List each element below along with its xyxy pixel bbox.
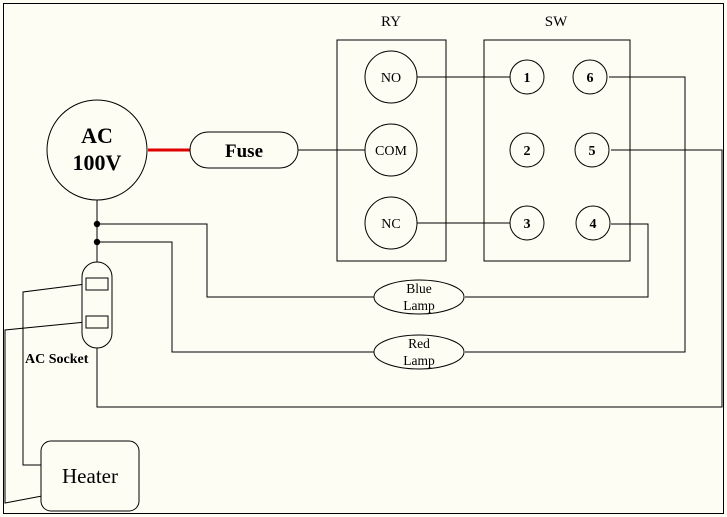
switch-terminal-6-label: 6: [587, 71, 594, 86]
wire-junction-red-lamp: [97, 241, 374, 353]
junction-dot-2: [93, 238, 101, 246]
ac-socket-slot-top: [85, 277, 109, 291]
blue-lamp: Blue Lamp: [373, 279, 465, 315]
fuse-label: Fuse: [225, 141, 263, 162]
red-lamp-body: [373, 334, 465, 370]
relay-no-terminal: [364, 50, 418, 104]
ac-socket-label: AC Socket: [25, 352, 89, 367]
relay: RY NO COM NC: [336, 14, 447, 262]
wire-heater-lead-1: [22, 283, 87, 466]
relay-nc-label: NC: [381, 217, 400, 232]
ac-source: AC 100V: [46, 99, 148, 201]
ac-socket-body: [81, 261, 113, 349]
red-lamp-label-line1: Red: [408, 336, 430, 351]
wire-junction-blue-lamp: [97, 223, 374, 298]
switch-terminal-3-label: 3: [524, 217, 531, 232]
blue-lamp-body: [373, 279, 465, 315]
red-lamp: Red Lamp: [373, 334, 465, 370]
switch-title: SW: [545, 14, 568, 30]
switch-terminal-4: [575, 205, 611, 241]
switch-terminal-5: [574, 132, 610, 168]
switch-terminal-1-label: 1: [524, 71, 531, 86]
junction-dot-1: [93, 220, 101, 228]
ac-label: AC: [81, 123, 113, 148]
relay-com-label: COM: [375, 144, 407, 159]
ac-socket-slot-bottom: [85, 315, 109, 329]
blue-lamp-label-line2: Lamp: [403, 298, 435, 313]
heater-body: [40, 440, 140, 512]
relay-com-terminal: [364, 123, 418, 177]
heater-label: Heater: [62, 464, 118, 488]
relay-box: [336, 39, 447, 262]
switch: SW 1 6 2 5 3 4: [483, 14, 631, 262]
red-lamp-label-line2: Lamp: [403, 353, 435, 368]
switch-terminal-4-label: 4: [590, 217, 597, 232]
switch-terminal-2-label: 2: [524, 144, 531, 159]
wires: [4, 76, 723, 504]
wire-heater-lead-2: [4, 321, 87, 504]
fuse: Fuse: [189, 131, 299, 169]
fuse-body: [189, 131, 299, 169]
switch-terminal-3: [509, 205, 545, 241]
switch-terminal-6: [572, 59, 608, 95]
wire-socket-sw5: [96, 149, 723, 408]
blue-lamp-label-line1: Blue: [406, 281, 432, 296]
heater: Heater: [40, 440, 140, 512]
switch-terminal-5-label: 5: [589, 144, 596, 159]
switch-terminal-2: [509, 132, 545, 168]
diagram-frame: [3, 3, 724, 514]
relay-title: RY: [381, 14, 401, 30]
ac-source-circle: [46, 99, 148, 201]
wire-red-lamp-sw6: [465, 76, 686, 353]
switch-terminal-1: [509, 59, 545, 95]
voltage-label: 100V: [73, 150, 122, 175]
ac-socket: AC Socket: [25, 261, 113, 367]
relay-no-label: NO: [381, 71, 401, 86]
switch-box: [483, 39, 631, 262]
relay-nc-terminal: [364, 196, 418, 250]
